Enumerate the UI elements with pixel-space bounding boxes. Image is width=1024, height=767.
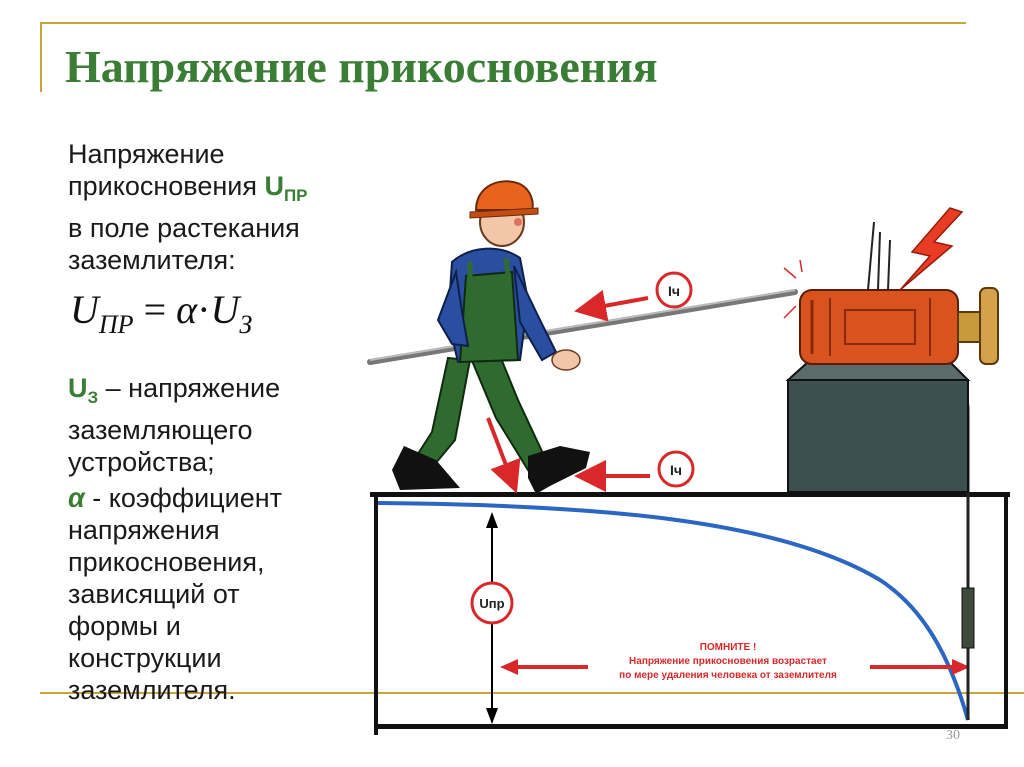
frame-bottom-line (40, 692, 1024, 694)
formula: UПР = α·UЗ (70, 287, 253, 339)
definition-text: Напряжение прикосновения UПР в поле раст… (68, 138, 308, 276)
upr-arrow-top (486, 512, 498, 528)
alpha-line-2: напряжения (68, 515, 220, 545)
lightning-icon (899, 207, 964, 291)
motor-pulley (979, 287, 999, 365)
current-arrow-diagonal (486, 417, 521, 494)
alpha-line-1: α - коэффициент (68, 483, 283, 513)
upr-badge-label: Uпр (479, 596, 504, 611)
supply-wire (877, 231, 881, 291)
current-badge-upper (655, 271, 693, 309)
definition-line-1: Напряжение (68, 139, 225, 169)
ground-line (370, 492, 1010, 497)
ground-electrode (961, 587, 975, 649)
metal-rod (367, 289, 798, 365)
frame-top-line (40, 22, 966, 24)
alpha-line-5: формы и (68, 611, 181, 641)
frame-left-line (40, 22, 42, 92)
alpha-line-6: конструкции (68, 643, 222, 673)
upr-symbol: UПР (264, 171, 308, 205)
page-number: 30 (946, 728, 960, 743)
alpha-symbol: α (68, 483, 85, 513)
motor-terminal-box (844, 309, 916, 345)
alpha-line-3: прикосновения, (68, 547, 265, 577)
box-bottom-edge (374, 724, 1006, 729)
motor-shaft (957, 311, 981, 343)
definition-line-3: в поле растекания (68, 213, 300, 243)
supply-wire (887, 239, 891, 291)
definition-line-2: прикосновения UПР (68, 171, 308, 205)
uz-definition: UЗ – напряжение заземляющего устройства; (68, 372, 280, 478)
metal-rod-highlight (369, 289, 796, 361)
alpha-definition: α - коэффициент напряжения прикосновения… (68, 482, 282, 706)
alpha-line-4: зависящий от (68, 579, 240, 609)
spark-icon (780, 259, 803, 319)
current-badge-lower-label: Iч (670, 462, 682, 478)
worker-figure (392, 180, 590, 494)
uz-symbol: UЗ (68, 373, 99, 407)
upr-badge (470, 581, 514, 625)
note-box (588, 636, 870, 684)
uz-line-3: устройства; (68, 447, 215, 477)
current-badge-lower (657, 450, 695, 488)
current-arrow-upper (574, 289, 649, 322)
current-badge-upper-label: Iч (668, 283, 680, 299)
box-right-edge (1004, 497, 1008, 729)
uz-line-2: заземляющего (68, 415, 253, 445)
distance-arrow-right (952, 659, 970, 675)
alpha-line-7: заземлителя. (68, 675, 236, 705)
note-line-2: по мере удаления человека от заземлителя (619, 670, 837, 681)
supply-wire (867, 221, 875, 291)
upr-arrow-bottom (486, 708, 498, 724)
note-title: ПОМНИТЕ ! (700, 642, 757, 653)
box-left-edge (374, 497, 378, 735)
potential-curve (377, 501, 970, 721)
definition-line-4: заземлителя: (68, 245, 236, 275)
slide-title: Напряжение прикосновения (65, 41, 658, 92)
uz-line-1: UЗ – напряжение (68, 373, 281, 407)
distance-arrow-left (500, 659, 518, 675)
note-line-1: Напряжение прикосновения возрастает (629, 656, 827, 667)
electric-motor (799, 289, 959, 365)
motor-pedestal (787, 379, 969, 493)
